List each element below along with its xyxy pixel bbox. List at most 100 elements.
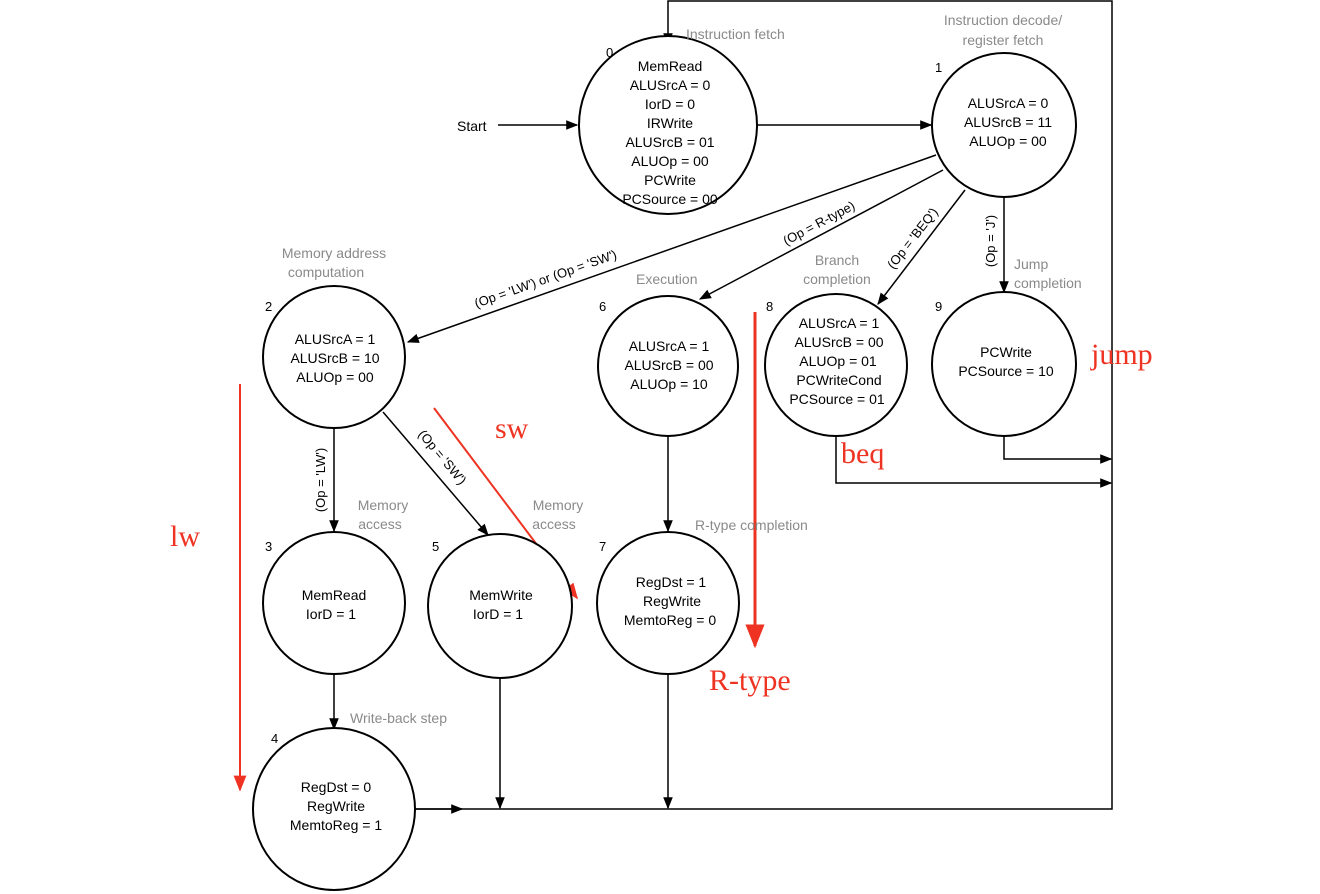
state-7-line-2: RegWrite: [643, 593, 701, 609]
state-2-stage-label-line-1: Memory address: [282, 245, 386, 261]
state-2-circle: [262, 285, 406, 429]
state-9-number: 9: [935, 299, 942, 314]
state-8-line-3: ALUOp = 01: [799, 353, 877, 369]
state-3-stage-label-line-2: access: [358, 516, 402, 532]
annotation-jump: jump: [1090, 338, 1153, 371]
state-2: 2 Memory address computation ALUSrcA = 1…: [262, 245, 406, 429]
state-9-circle: [931, 291, 1077, 437]
state-0-stage-label: Instruction fetch: [686, 26, 785, 42]
state-0-line-1: MemRead: [638, 58, 703, 74]
state-8: 8 Branch completion ALUSrcA = 1 ALUSrcB …: [764, 252, 908, 437]
state-7-line-3: MemtoReg = 0: [624, 612, 716, 628]
state-8-number: 8: [766, 299, 773, 314]
annotation-rtype: R-type: [709, 664, 791, 697]
state-0-line-5: ALUSrcB = 01: [625, 134, 714, 150]
state-1-line-2: ALUSrcB = 11: [964, 114, 1052, 130]
state-3: 3 Memory access MemRead IorD = 1: [262, 497, 409, 675]
state-6: 6 Execution ALUSrcA = 1 ALUSrcB = 00 ALU…: [597, 271, 739, 437]
edge-2-to-5: [382, 411, 489, 536]
state-0-line-3: IorD = 0: [645, 96, 695, 112]
state-4-circle: [252, 727, 416, 891]
state-3-stage-label-line-1: Memory: [358, 497, 409, 513]
state-6-line-2: ALUSrcB = 00: [624, 357, 713, 373]
state-6-circle: [597, 295, 739, 437]
state-2-stage-label-line-2: computation: [288, 264, 364, 280]
state-4-stage-label: Write-back step: [350, 710, 447, 726]
condition-sw: (Op = 'SW'): [415, 427, 469, 488]
state-1: 1 Instruction decode/ register fetch ALU…: [931, 12, 1077, 198]
annotation-beq: beq: [841, 437, 884, 470]
state-9-line-1: PCWrite: [980, 344, 1032, 360]
condition-beq: (Op = 'BEQ'): [884, 205, 941, 272]
state-4-line-2: RegWrite: [307, 798, 365, 814]
edge-1-to-6: [698, 169, 944, 300]
state-2-number: 2: [265, 299, 272, 314]
state-7-line-1: RegDst = 1: [636, 574, 707, 590]
state-1-line-3: ALUOp = 00: [969, 133, 1047, 149]
state-4-number: 4: [271, 731, 278, 746]
annotation-lw: lw: [170, 520, 200, 553]
state-7: 7 R-type completion RegDst = 1 RegWrite …: [596, 517, 808, 675]
state-0: 0 Instruction fetch MemRead ALUSrcA = 0 …: [578, 26, 785, 215]
state-9: 9 Jump completion PCWrite PCSource = 10: [931, 256, 1082, 437]
edge-9-to-return: [1003, 436, 1113, 464]
state-1-stage-label-line-1: Instruction decode/: [944, 12, 1062, 28]
state-5: 5 Memory access MemWrite IorD = 1: [427, 497, 584, 679]
state-7-number: 7: [599, 539, 606, 554]
state-5-stage-label-line-2: access: [532, 516, 576, 532]
state-6-line-3: ALUOp = 10: [630, 376, 708, 392]
state-0-line-8: PCSource = 00: [622, 191, 718, 207]
condition-lw: (Op = 'LW'): [313, 448, 328, 512]
state-8-line-1: ALUSrcA = 1: [799, 315, 880, 331]
state-8-stage-label-line-1: Branch: [815, 252, 859, 268]
state-4: 4 Write-back step RegDst = 0 RegWrite Me…: [252, 710, 447, 891]
state-5-line-2: IorD = 1: [473, 606, 523, 622]
return-path-to-0: [412, 0, 1113, 810]
state-7-circle: [596, 531, 740, 675]
state-6-line-1: ALUSrcA = 1: [629, 338, 710, 354]
state-8-line-4: PCWriteCond: [796, 372, 881, 388]
state-5-number: 5: [432, 539, 439, 554]
state-1-stage-label-line-2: register fetch: [963, 32, 1044, 48]
edge-8-to-return: [835, 436, 1113, 488]
state-9-stage-label-line-1: Jump: [1014, 256, 1048, 272]
state-0-number: 0: [606, 45, 613, 60]
state-3-circle: [262, 531, 406, 675]
state-5-stage-label-line-1: Memory: [533, 497, 584, 513]
state-9-stage-label-line-2: completion: [1014, 275, 1082, 291]
state-1-line-1: ALUSrcA = 0: [968, 95, 1049, 111]
state-1-circle: [931, 52, 1077, 198]
state-0-line-4: IRWrite: [647, 115, 693, 131]
state-8-line-2: ALUSrcB = 00: [794, 334, 883, 350]
start-label: Start: [457, 118, 487, 134]
condition-j: (Op = 'J'): [983, 215, 998, 267]
state-4-line-1: RegDst = 0: [301, 779, 372, 795]
condition-lw-or-sw: (Op = 'LW') or (Op = 'SW'): [472, 247, 618, 311]
annotation-sw: sw: [495, 412, 529, 445]
state-0-line-6: ALUOp = 00: [631, 153, 709, 169]
state-7-stage-label: R-type completion: [695, 517, 808, 533]
state-3-line-2: IorD = 1: [306, 606, 356, 622]
state-5-line-1: MemWrite: [469, 587, 533, 603]
state-8-stage-label-line-2: completion: [803, 271, 871, 287]
state-3-line-1: MemRead: [302, 587, 367, 603]
state-2-line-1: ALUSrcA = 1: [295, 331, 376, 347]
state-4-line-3: MemtoReg = 1: [290, 817, 382, 833]
state-8-circle: [764, 293, 908, 437]
state-0-circle: [578, 35, 758, 215]
state-6-stage-label: Execution: [636, 271, 697, 287]
state-1-number: 1: [935, 60, 942, 75]
state-9-line-2: PCSource = 10: [958, 363, 1054, 379]
state-0-line-2: ALUSrcA = 0: [630, 77, 711, 93]
state-2-line-2: ALUSrcB = 10: [290, 350, 379, 366]
state-5-circle: [427, 533, 573, 679]
state-8-line-5: PCSource = 01: [789, 391, 885, 407]
edge-1-to-2: [406, 154, 937, 343]
edges: [329, 0, 1113, 814]
state-0-line-7: PCWrite: [644, 172, 696, 188]
state-2-line-3: ALUOp = 00: [296, 369, 374, 385]
state-6-number: 6: [599, 299, 606, 314]
annotation-labels: lw sw R-type beq jump: [170, 338, 1153, 697]
state-3-number: 3: [265, 539, 272, 554]
